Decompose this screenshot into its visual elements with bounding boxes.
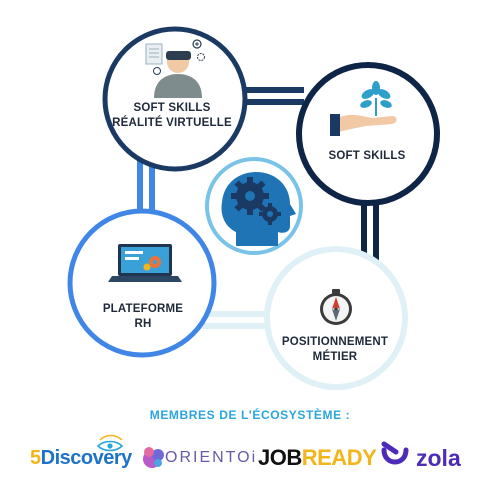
node-positioning-label: POSITIONNEMENT MÉTIER <box>270 335 400 365</box>
node-vr-label-line2: RÉALITÉ VIRTUELLE <box>112 117 232 129</box>
node-positioning-label-line2: MÉTIER <box>312 351 358 363</box>
logo-5discovery-rest: Discovery <box>40 446 133 469</box>
compass-icon <box>320 289 352 325</box>
5discovery-eye-icon <box>96 434 124 452</box>
node-rh-circle <box>67 208 217 358</box>
logo-orientoi-text: ORIENTOi <box>165 449 258 466</box>
node-positioning-label-line1: POSITIONNEMENT <box>281 336 389 348</box>
head-gears-icon <box>221 172 296 246</box>
node-vr-label-line1: SOFT SKILLS <box>133 102 211 114</box>
laptop-gears-icon <box>108 244 182 282</box>
ecosystem-title: MEMBRES DE L'ÉCOSYSTÈME : <box>149 408 351 422</box>
node-rh-label-line2: RH <box>134 318 152 330</box>
logo-zola: zola <box>380 442 461 474</box>
logo-5discovery-five: 5 <box>30 446 41 469</box>
node-vr-circle <box>102 26 248 172</box>
node-rh-label-line1: PLATEFORME <box>102 303 184 315</box>
hand-plant-icon <box>330 81 397 136</box>
logo-zola-text: zola <box>416 444 461 471</box>
logo-jobready-ready: READY <box>301 445 377 470</box>
node-vr-label: SOFT SKILLS RÉALITÉ VIRTUELLE <box>110 101 234 131</box>
orientoi-brain-icon <box>143 447 164 468</box>
logo-jobready-text: JOBREADY <box>258 445 377 471</box>
logo-orientoi: ORIENTOi <box>145 442 257 474</box>
node-soft-skills-label: SOFT SKILLS <box>328 150 406 162</box>
logo-jobready: JOBREADY <box>258 442 377 474</box>
logo-5discovery: 5Discovery <box>30 442 132 474</box>
connector-vr-soft <box>238 87 304 105</box>
node-soft-skills-circle <box>296 62 440 206</box>
node-rh-label: PLATEFORME RH <box>88 302 198 332</box>
logo-jobready-job: JOB <box>258 445 302 470</box>
zola-mark-icon <box>381 441 409 465</box>
vr-headset-user-icon <box>145 39 205 98</box>
logo-5discovery-text: 5Discovery <box>30 447 132 470</box>
